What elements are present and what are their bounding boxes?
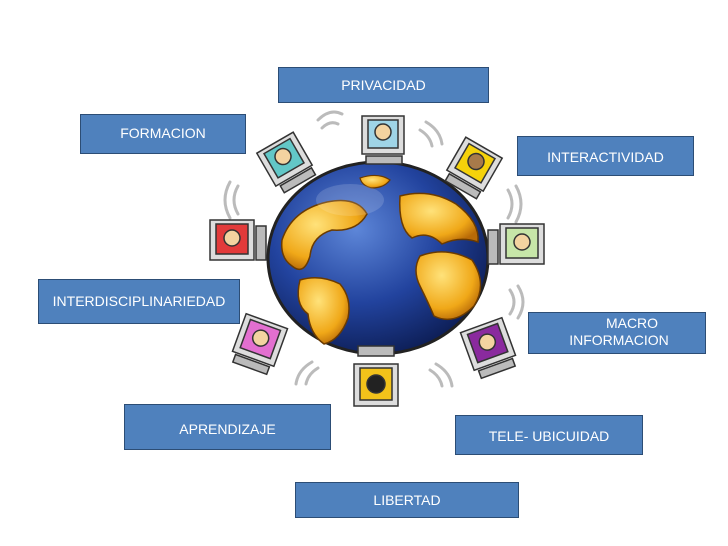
computer-icons — [209, 115, 545, 407]
interactividad-label: INTERACTIVIDAD — [547, 149, 664, 165]
globe-icon — [266, 160, 490, 356]
aprendizaje-label: APRENDIZAJE — [179, 421, 276, 437]
computer-icon — [487, 223, 545, 265]
privacidad-label: PRIVACIDAD — [341, 77, 426, 93]
interdisciplinariedad-box: INTERDISCIPLINARIEDAD — [38, 279, 240, 324]
computer-icon — [361, 115, 405, 165]
macro-informacion-box: MACRO INFORMACION — [528, 312, 706, 354]
libertad-box: LIBERTAD — [295, 482, 519, 518]
libertad-label: LIBERTAD — [373, 492, 441, 508]
computer-icon — [255, 131, 317, 194]
privacidad-box: PRIVACIDAD — [278, 67, 489, 103]
interactividad-box: INTERACTIVIDAD — [517, 136, 694, 176]
signal-waves — [223, 110, 525, 388]
aprendizaje-box: APRENDIZAJE — [124, 404, 331, 450]
formacion-box: FORMACION — [80, 114, 246, 154]
formacion-label: FORMACION — [120, 125, 206, 141]
computer-icon — [444, 136, 504, 200]
tele-ubicuidad-box: TELE- UBICUIDAD — [455, 415, 643, 455]
interdisciplinariedad-label: INTERDISCIPLINARIEDAD — [52, 293, 226, 309]
macro-label: MACRO — [605, 315, 659, 331]
computer-icon — [209, 219, 267, 261]
computer-icon — [459, 316, 517, 380]
computer-icon — [353, 345, 399, 407]
informacion-label: INFORMACION — [569, 332, 669, 348]
tele-ubicuidad-label: TELE- UBICUIDAD — [488, 428, 610, 444]
computer-icon — [231, 312, 289, 376]
